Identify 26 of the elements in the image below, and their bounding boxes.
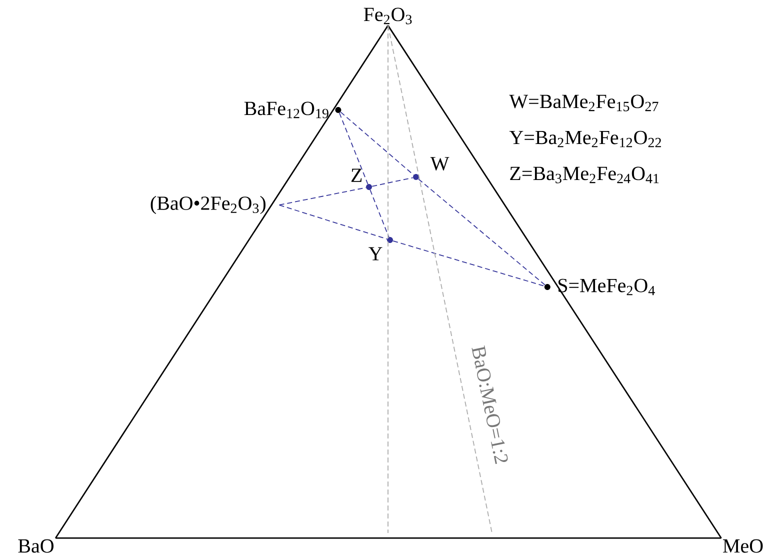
phase-point: S=MeFe$_{2}$O$_{4}$ [544,278,655,296]
tie-line [278,187,366,206]
phase-point: W [413,157,450,180]
vertex-label: BaO [18,539,54,553]
tie-line [372,177,414,187]
tie-line [338,112,368,184]
tie-line [387,25,722,538]
tie-line [278,204,388,240]
vertex-label: MeO [723,539,763,553]
phase-point: BaFe$_{12}$O$_{19}$ [244,102,342,118]
phase-point: Z [351,168,372,190]
formula-label: W=BaMe$_{2}$Fe$_{15}$O$_{27}$ [509,94,658,112]
vertex-label: Fe$_{2}$O$_{3}$ [364,8,412,24]
node-label: Y [368,247,382,260]
phase-point: Y [368,237,393,260]
formula-label: Y=Ba$_{2}$Me$_{2}$Fe$_{12}$O$_{22}$ [509,130,661,148]
phase-point: (BaO•2Fe$_{2}$O$_{3}$) [150,196,266,214]
tie-line [56,537,722,539]
node-label: W [430,157,450,171]
formula-label: Z=Ba$_{3}$Me$_{2}$Fe$_{24}$O$_{41}$ [510,166,659,184]
node-label: Z [351,168,362,182]
tie-line [370,190,390,238]
guide-line [388,25,492,534]
tie-line [418,178,546,286]
tie-line [392,240,545,287]
tie-line [54,25,389,538]
